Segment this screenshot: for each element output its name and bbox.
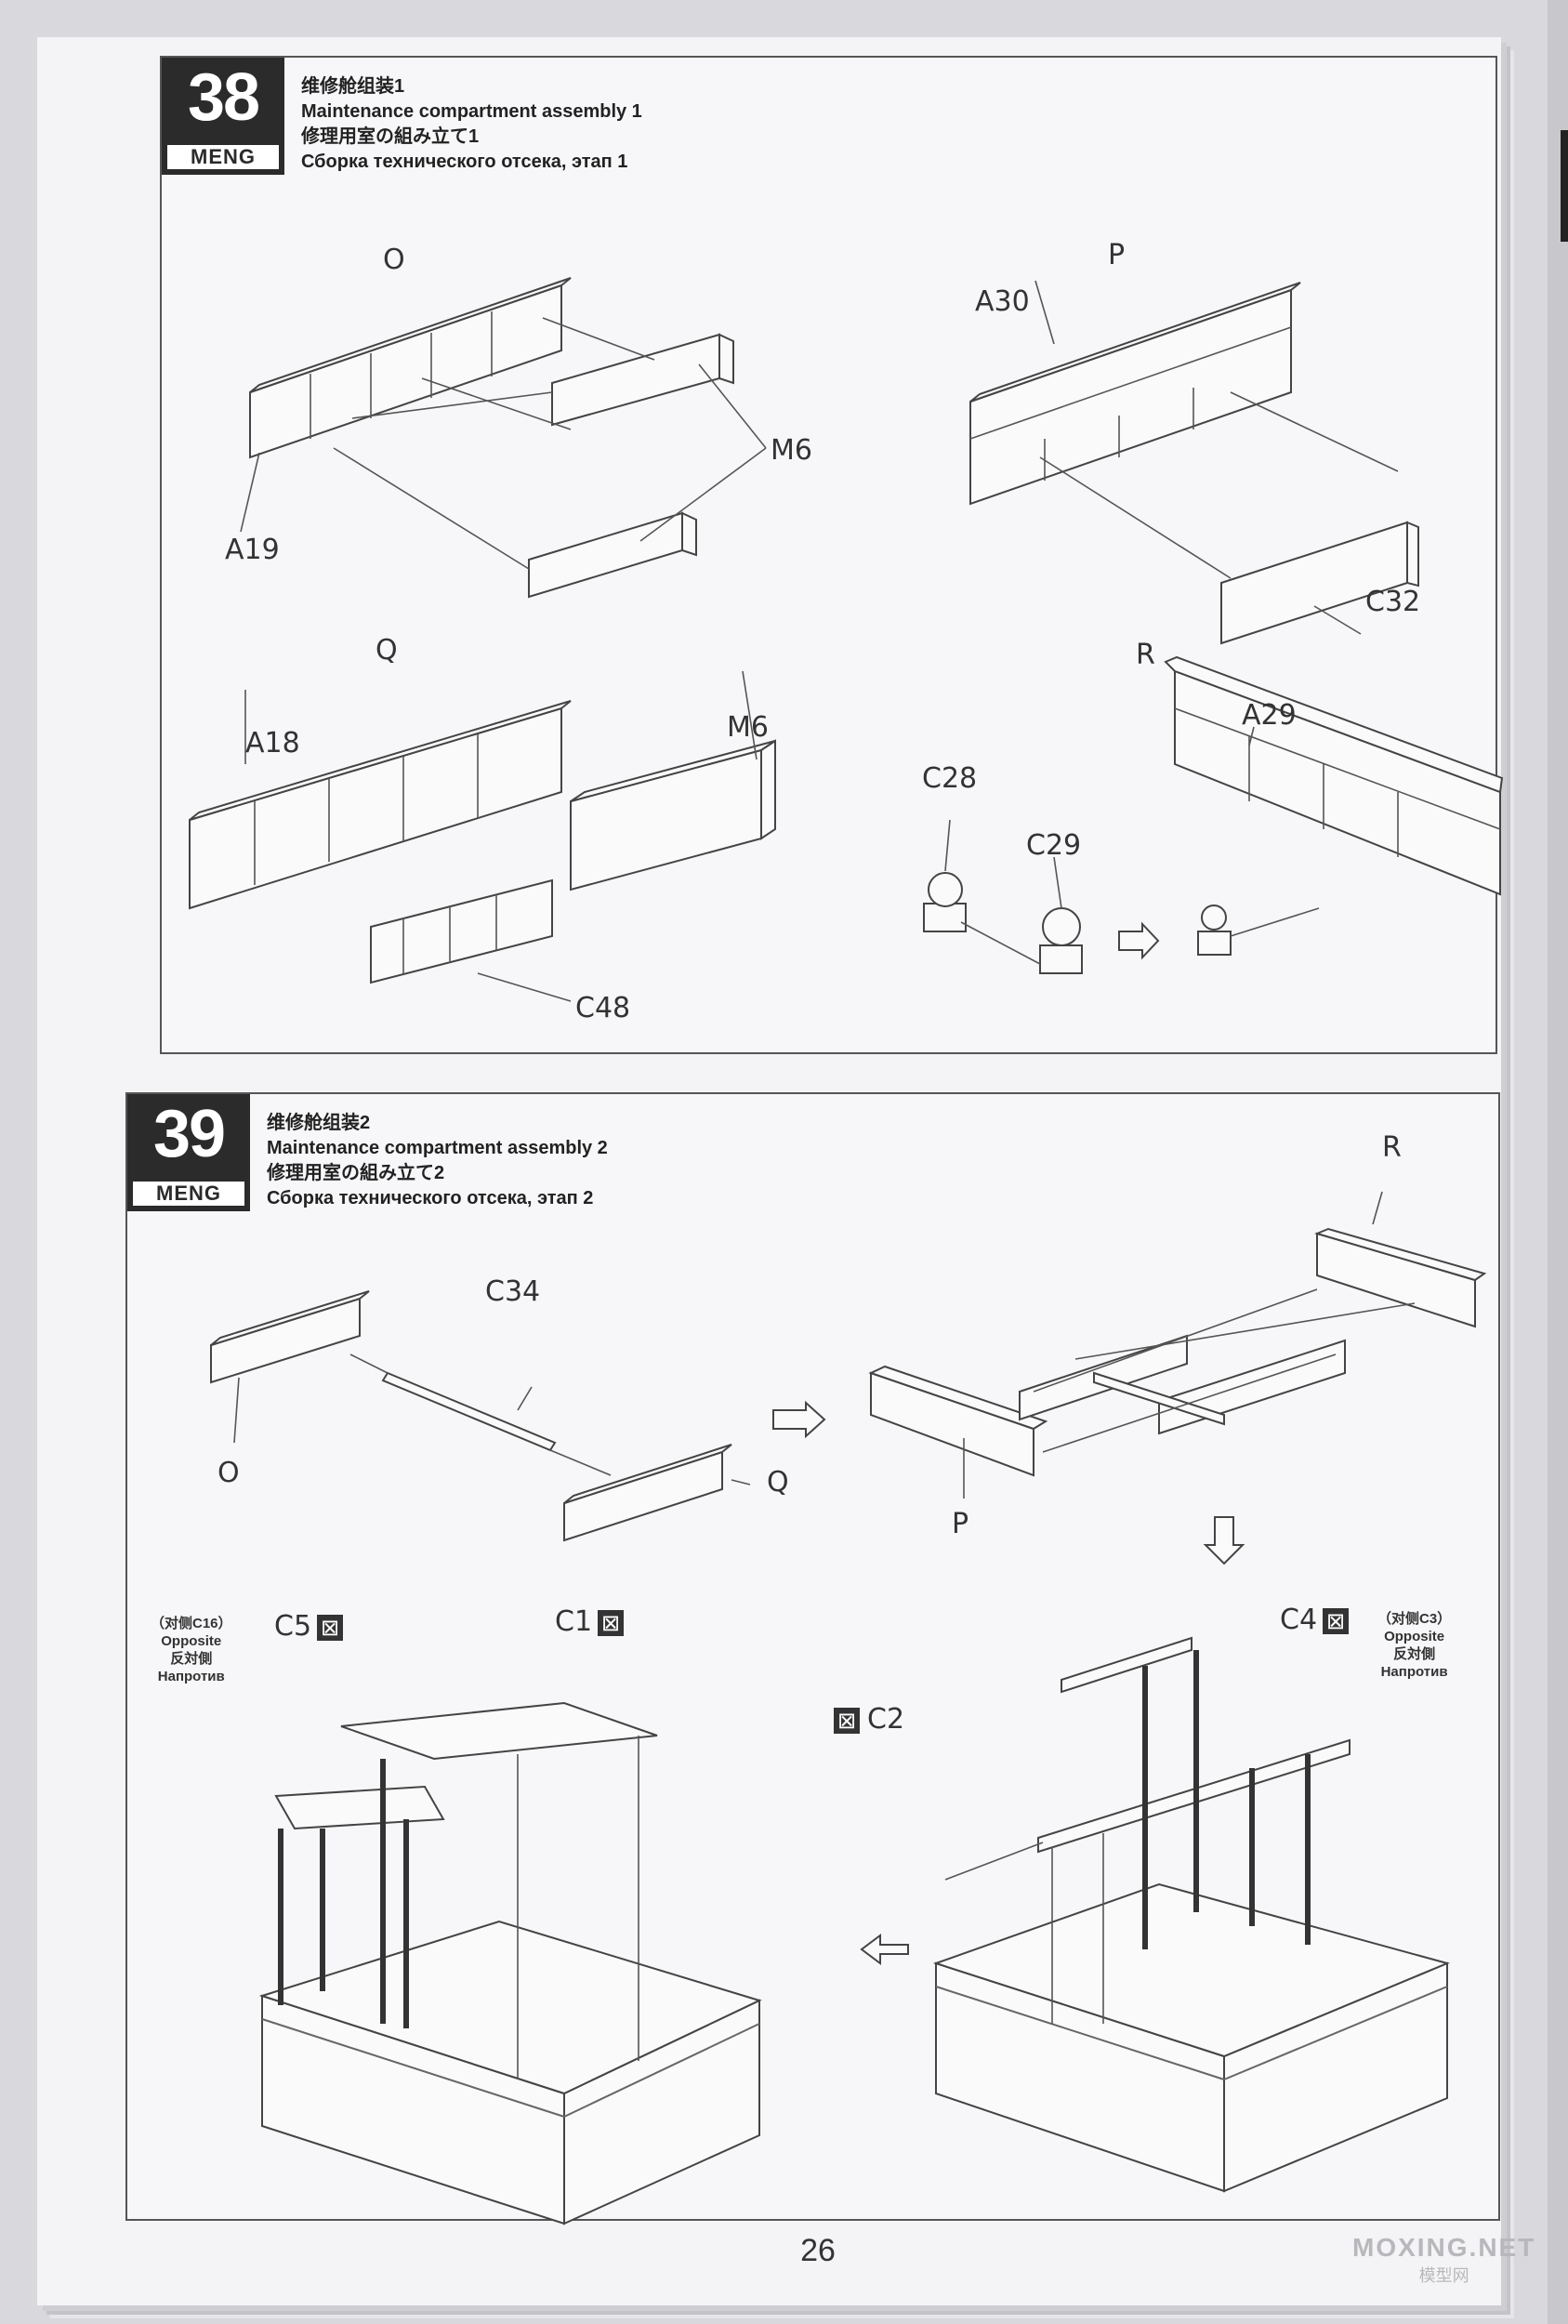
watermark-line1: MOXING.NET: [1352, 2233, 1536, 2262]
c4-text: C4: [1280, 1604, 1318, 1636]
title-en: Maintenance compartment assembly 2: [267, 1138, 608, 1158]
part-label-c32: C32: [1365, 586, 1421, 618]
title-ru: Сборка технического отсека, этап 2: [267, 1188, 594, 1208]
watermark: MOXING.NET 模型网: [1352, 2233, 1535, 2287]
part-label-c48: C48: [575, 992, 631, 1024]
subassembly-p-drawing: [969, 280, 1419, 645]
step-badge: 38 MENG: [162, 58, 284, 175]
opposite-en: Opposite: [1384, 1629, 1445, 1644]
opposite-ru: Напротив: [157, 1669, 225, 1684]
subassembly-o-drawing: [240, 277, 767, 599]
opposite-note-left: （对侧C16） Opposite 反対側 Напротив: [151, 1615, 232, 1685]
part-label-c29: C29: [1026, 829, 1082, 862]
opposite-ja: 反対側: [170, 1651, 213, 1667]
frame-assembly-drawing: [868, 1191, 1487, 1565]
opposite-ru: Напротив: [1380, 1664, 1448, 1680]
subassembly-label-p: P: [1108, 239, 1126, 271]
c5-text: C5: [274, 1610, 312, 1643]
opposite-ja: 反対側: [1393, 1646, 1436, 1662]
opposite-note-right: （对侧C3） Opposite 反対側 Напротив: [1377, 1610, 1451, 1681]
subassembly-label-q: Q: [376, 634, 398, 667]
c1-text: C1: [555, 1605, 593, 1638]
part-label-o: O: [217, 1457, 240, 1489]
subassembly-q-drawing: [189, 670, 776, 1002]
step-38-drawing: [189, 277, 1504, 1002]
step-titles: 维修舱组装1 Maintenance compartment assembly …: [301, 74, 642, 175]
brand-logo: MENG: [133, 1182, 244, 1206]
cut-mark-icon: ⊠: [317, 1614, 344, 1641]
part-label-p: P: [952, 1508, 969, 1540]
part-label-c1: C1⊠: [555, 1605, 625, 1638]
binding-spine: [1548, 0, 1568, 2324]
title-ja: 修理用室の組み立て2: [267, 1163, 445, 1183]
title-en: Maintenance compartment assembly 1: [301, 101, 642, 122]
step-titles: 维修舱组装2 Maintenance compartment assembly …: [267, 1111, 608, 1211]
c2-text: C2: [867, 1703, 905, 1736]
part-label-c5: C5⊠: [274, 1610, 344, 1643]
subassembly-label-r: R: [1136, 639, 1155, 671]
cut-mark-icon: ⊠: [1323, 1607, 1350, 1634]
cut-mark-icon: ⊠: [834, 1707, 860, 1734]
part-label-r: R: [1382, 1131, 1402, 1164]
part-label-a29: A29: [1242, 699, 1297, 732]
brand-logo: MENG: [167, 145, 279, 169]
title-zh: 维修舱组装2: [267, 1113, 371, 1133]
part-label-q: Q: [767, 1466, 789, 1499]
subassembly-label-o: O: [383, 244, 405, 276]
next-page-edge: [1561, 130, 1568, 242]
part-label-c2: ⊠ C2: [834, 1703, 904, 1736]
hull-box-right-drawing: [860, 1636, 1451, 2193]
watermark-line2: 模型网: [1418, 2266, 1469, 2285]
opposite-zh: （对侧C16）: [151, 1616, 232, 1631]
page-number: 26: [800, 2233, 836, 2268]
step-38-panel: 38 MENG 维修舱组装1 Maintenance compartment a…: [160, 56, 1504, 1054]
step-39-drawing: [210, 1191, 1487, 2225]
step-number: 38: [187, 60, 260, 135]
part-label-c34: C34: [485, 1275, 541, 1308]
subassembly-r-drawing: [923, 655, 1504, 974]
cut-mark-icon: ⊠: [598, 1609, 625, 1636]
part-label-m6: M6: [771, 434, 812, 467]
step-badge: 39 MENG: [127, 1094, 250, 1211]
step-number: 39: [152, 1097, 226, 1171]
title-ja: 修理用室の組み立て1: [301, 126, 480, 147]
part-label-a18: A18: [245, 727, 300, 759]
title-ru: Сборка технического отсека, этап 1: [301, 152, 628, 172]
part-label-c4: C4⊠: [1280, 1604, 1350, 1636]
part-label-a19: A19: [225, 534, 280, 566]
opposite-en: Opposite: [161, 1633, 222, 1649]
opposite-zh: （对侧C3）: [1377, 1611, 1452, 1627]
title-zh: 维修舱组装1: [301, 76, 405, 97]
step-39-panel: 39 MENG 维修舱组装2 Maintenance compartment a…: [125, 1092, 1500, 2225]
part-label-m6-q: M6: [727, 711, 769, 744]
rail-assembly-drawing: [210, 1290, 826, 1542]
part-label-a30: A30: [975, 285, 1030, 318]
part-label-c28: C28: [922, 762, 978, 795]
hull-box-left-drawing: [258, 1701, 762, 2225]
